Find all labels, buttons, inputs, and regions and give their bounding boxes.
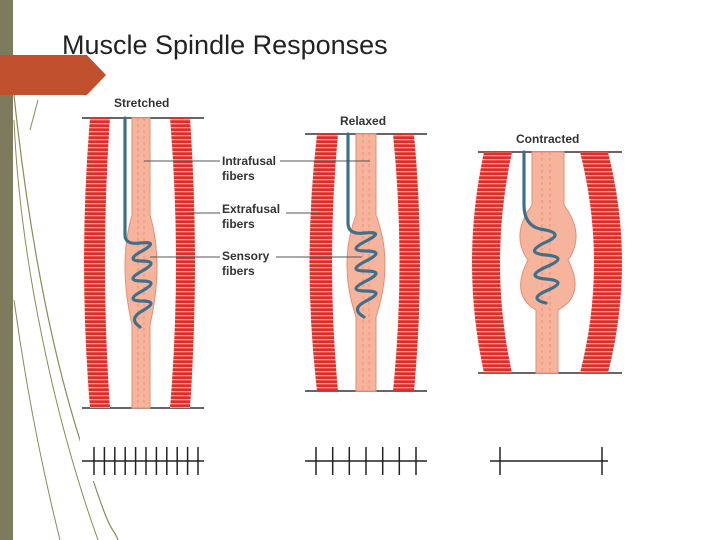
extrafusal-label-line2: fibers [222,217,255,231]
extrafusal-fiber [580,152,622,373]
extrafusal-fiber [84,118,110,408]
intrafusal-striation [137,118,145,408]
extrafusal-fiber [393,134,420,391]
contracted-panel: Contracted [472,132,622,475]
sensory-fiber [522,150,560,305]
sensory-fiber [123,116,153,329]
sensory-label-line1: Sensory [222,249,270,263]
relaxed-panel: Relaxed [305,114,427,475]
stretched-label: Stretched [114,96,169,110]
sensory-label-line2: fibers [222,264,255,278]
intrafusal-striation [541,152,551,373]
relaxed-spike-train [305,447,427,475]
decorative-lines [13,94,119,540]
stretched-spike-train [82,447,204,475]
callouts: Intrafusal fibers Extrafusal fibers Sens… [144,154,370,278]
extrafusal-label-line1: Extrafusal [222,202,280,216]
sensory-fiber [346,132,378,319]
extrafusal-fiber [309,134,338,391]
extrafusal-fiber [472,152,512,373]
intrafusal-fiber [124,117,158,409]
intrafusal-label-line1: Intrafusal [222,154,276,168]
title-accent-tab [0,55,106,95]
stretched-panel: Stretched [82,96,204,475]
relaxed-label: Relaxed [340,114,386,128]
sidebar-strip [0,0,13,540]
contracted-label: Contracted [516,132,579,146]
intrafusal-fiber [519,151,577,374]
slide-title: Muscle Spindle Responses [62,30,388,60]
contracted-spike-train [490,447,608,475]
muscle-spindle-figure: Stretched Relaxed [80,95,648,481]
extrafusal-fiber [170,118,195,408]
intrafusal-label-line2: fibers [222,169,255,183]
